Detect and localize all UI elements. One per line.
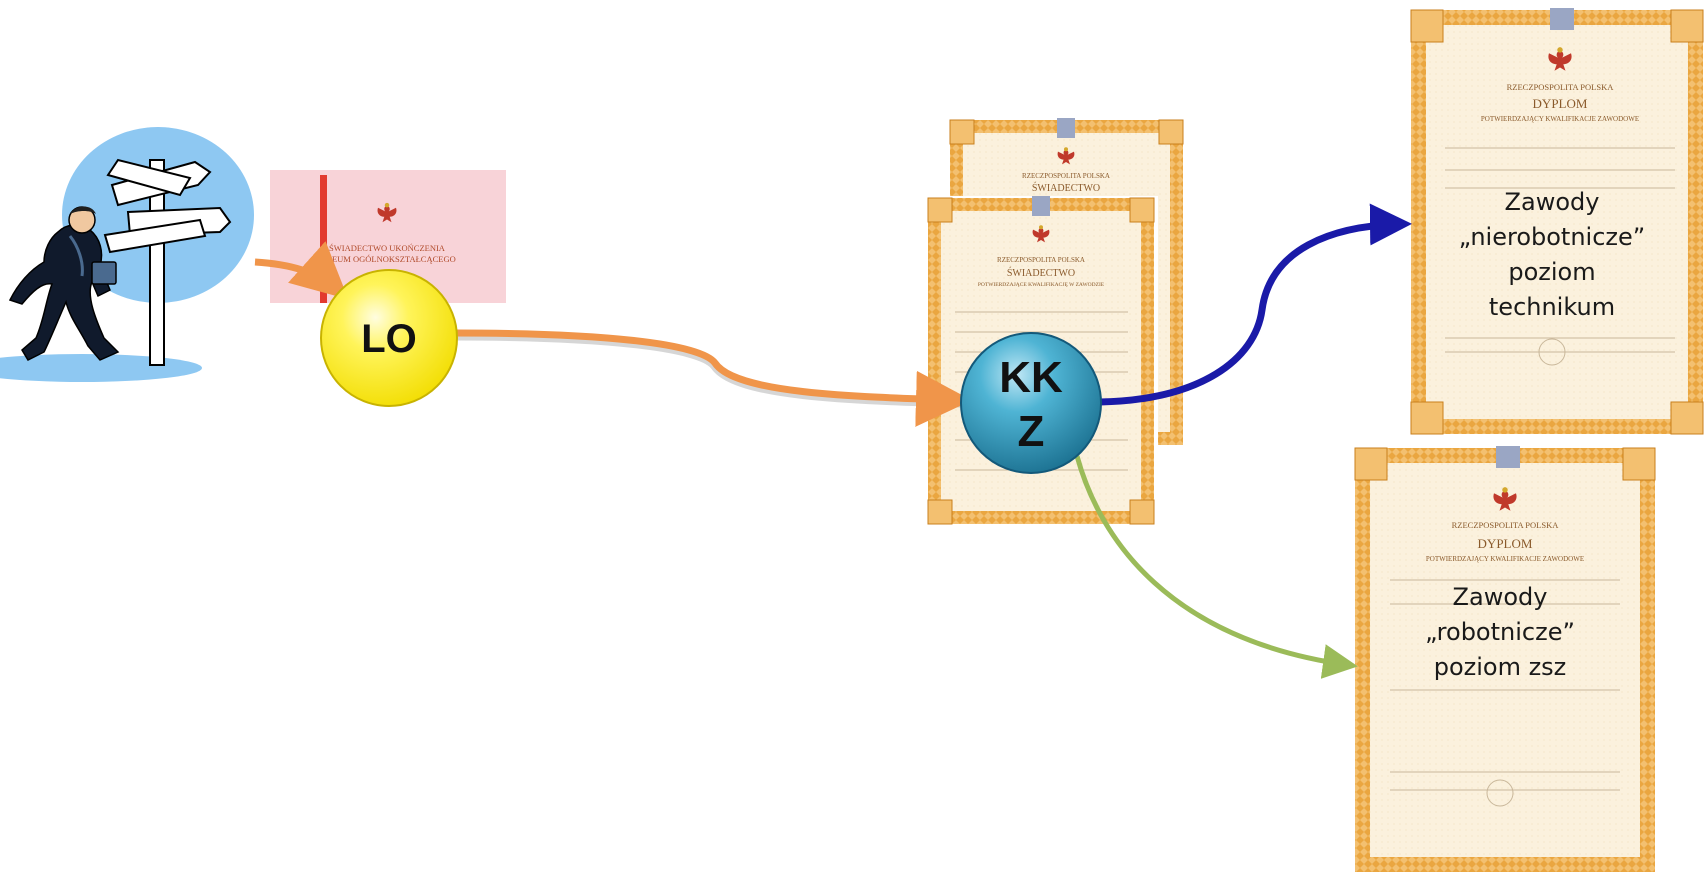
- lo-node: LO: [321, 270, 457, 406]
- dyplom-bottom-subtitle: POTWIERDZAJĄCY KWALIFIKACJE ZAWODOWE: [1426, 555, 1584, 563]
- arrow-lo-to-kkz-line: [455, 333, 958, 400]
- dyplom-zsz-certificate: RZECZPOSPOLITA POLSKA DYPLOM POTWIERDZAJ…: [1355, 446, 1655, 872]
- dyplom-bottom-title: DYPLOM: [1478, 536, 1533, 551]
- dyplom-top-caption-line-1: Zawody: [1505, 188, 1600, 216]
- kkz-back-title: ŚWIADECTWO: [1032, 182, 1100, 194]
- lo-certificate-subtitle: LICEUM OGÓLNOKSZTAŁCĄCEGO: [318, 254, 455, 264]
- dyplom-bottom-header: RZECZPOSPOLITA POLSKA: [1452, 520, 1560, 530]
- kkz-front-title: ŚWIADECTWO: [1007, 267, 1075, 279]
- dyplom-bottom-caption-line-2: „robotnicze”: [1425, 618, 1575, 646]
- kkz-front-header: RZECZPOSPOLITA POLSKA: [997, 256, 1085, 264]
- dyplom-technikum-certificate: RZECZPOSPOLITA POLSKA DYPLOM POTWIERDZAJ…: [1411, 8, 1703, 434]
- dyplom-top-header: RZECZPOSPOLITA POLSKA: [1507, 82, 1615, 92]
- dyplom-bottom-caption-line-1: Zawody: [1453, 583, 1548, 611]
- dyplom-top-caption-line-4: technikum: [1489, 293, 1615, 321]
- arrow-lo-to-kkz: [455, 336, 962, 403]
- lo-node-label: LO: [361, 317, 417, 361]
- kkz-node-label-line-1: KK: [999, 353, 1063, 402]
- dyplom-bottom-caption-line-3: poziom zsz: [1434, 653, 1567, 681]
- kkz-node-label-line-2: Z: [1018, 407, 1045, 456]
- dyplom-top-caption-line-3: poziom: [1508, 258, 1595, 286]
- lo-certificate-title: ŚWIADECTWO UKOŃCZENIA: [329, 243, 446, 253]
- dyplom-top-subtitle: POTWIERDZAJĄCY KWALIFIKACJE ZAWODOWE: [1481, 115, 1639, 123]
- dyplom-top-caption-line-2: „nierobotnicze”: [1459, 223, 1645, 251]
- dyplom-top-title: DYPLOM: [1533, 96, 1588, 111]
- kkz-back-header: RZECZPOSPOLITA POLSKA: [1022, 172, 1110, 180]
- kkz-node: KK Z: [961, 333, 1101, 473]
- kkz-front-subtitle: POTWIERDZAJĄCE KWALIFIKACJĘ W ZAWODZIE: [978, 282, 1105, 288]
- person-at-signpost-icon: [0, 127, 254, 382]
